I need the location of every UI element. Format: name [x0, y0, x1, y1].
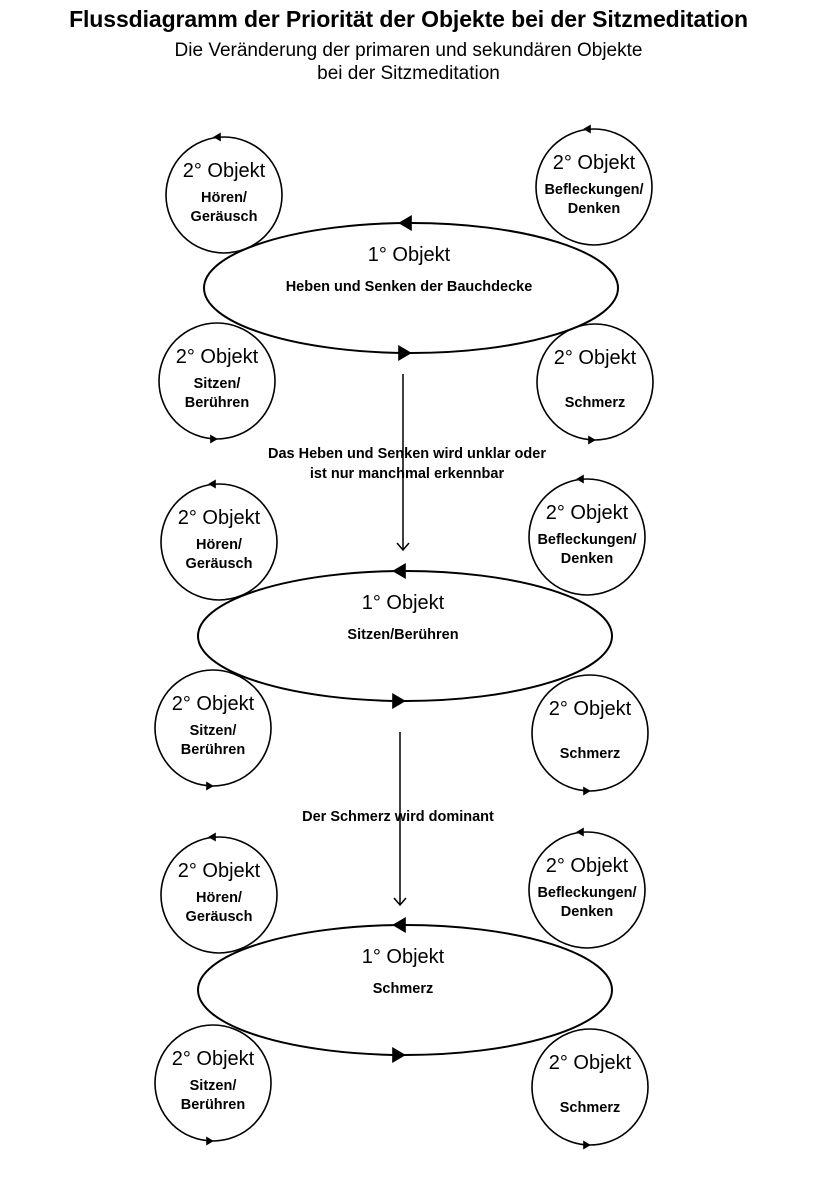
- secondary-object-circle: [536, 323, 654, 441]
- secondary-object-label: Schmerz: [565, 395, 625, 411]
- secondary-object-circle: [160, 836, 278, 954]
- secondary-object-label: Schmerz: [560, 1100, 620, 1116]
- secondary-object-heading: 2° Objekt: [176, 346, 259, 368]
- secondary-object-circle: [531, 1028, 649, 1146]
- arrow-down-icon: [393, 897, 407, 907]
- secondary-object-circle: [535, 128, 653, 246]
- secondary-object-label: Geräusch: [191, 209, 258, 225]
- secondary-object-label: Berühren: [185, 395, 249, 411]
- primary-object-heading: 1° Objekt: [368, 244, 451, 266]
- transition-label: ist nur manchmal erkennbar: [310, 466, 505, 482]
- secondary-object-label: Denken: [561, 551, 613, 567]
- secondary-object-heading: 2° Objekt: [553, 152, 636, 174]
- secondary-object-heading: 2° Objekt: [178, 860, 261, 882]
- cycle-arrow-icon: [588, 435, 596, 445]
- cycle-arrow-icon: [206, 781, 214, 791]
- cycle-arrow-icon: [398, 345, 412, 361]
- secondary-object-circle: [528, 831, 646, 949]
- cycle-arrow-icon: [398, 215, 412, 231]
- secondary-object-heading: 2° Objekt: [178, 507, 261, 529]
- secondary-object-label: Sitzen/: [190, 723, 237, 739]
- secondary-object-heading: 2° Objekt: [172, 693, 255, 715]
- primary-object-heading: 1° Objekt: [362, 592, 445, 614]
- transition-1: Das Heben und Senken wird unklar oder ist…: [268, 374, 546, 552]
- secondary-object-circle: [160, 483, 278, 601]
- arrow-down-icon: [396, 542, 410, 552]
- secondary-object-label: Denken: [568, 201, 620, 217]
- secondary-object-circle: [528, 478, 646, 596]
- cycle-arrow-icon: [208, 832, 216, 842]
- cycle-arrow-icon: [583, 786, 591, 796]
- transition-label: Der Schmerz wird dominant: [302, 809, 494, 825]
- secondary-object-circle: [531, 674, 649, 792]
- diagram-subtitle-line2: bei der Sitzmeditation: [317, 63, 500, 84]
- secondary-object-label: Befleckungen/: [537, 532, 636, 548]
- cycle-arrow-icon: [392, 693, 406, 709]
- secondary-object-label: Geräusch: [186, 556, 253, 572]
- secondary-object-heading: 2° Objekt: [172, 1048, 255, 1070]
- cycle-arrow-icon: [392, 917, 406, 933]
- secondary-object-label: Berühren: [181, 742, 245, 758]
- diagram-title: Flussdiagramm der Priorität der Objekte …: [69, 6, 748, 32]
- cycle-arrow-icon: [583, 124, 591, 134]
- primary-object-label: Heben und Senken der Bauchdecke: [286, 279, 533, 295]
- secondary-object-label: Denken: [561, 904, 613, 920]
- secondary-object-label: Berühren: [181, 1097, 245, 1113]
- secondary-object-label: Schmerz: [560, 746, 620, 762]
- secondary-object-label: Befleckungen/: [537, 885, 636, 901]
- secondary-object-label: Sitzen/: [190, 1078, 237, 1094]
- secondary-object-label: Hören/: [201, 190, 247, 206]
- secondary-object-label: Befleckungen/: [544, 182, 643, 198]
- diagram-subtitle-line1: Die Veränderung der primaren und sekundä…: [174, 40, 643, 61]
- cycle-arrow-icon: [392, 563, 406, 579]
- primary-object-heading: 1° Objekt: [362, 946, 445, 968]
- cycle-arrow-icon: [576, 474, 584, 484]
- secondary-object-heading: 2° Objekt: [546, 855, 629, 877]
- cycle-arrow-icon: [583, 1140, 591, 1150]
- secondary-object-heading: 2° Objekt: [549, 698, 632, 720]
- cycle-arrow-icon: [210, 434, 218, 444]
- secondary-object-heading: 2° Objekt: [549, 1052, 632, 1074]
- cycle-arrow-icon: [576, 827, 584, 837]
- secondary-object-label: Hören/: [196, 537, 242, 553]
- transition-2: Der Schmerz wird dominant: [302, 732, 494, 907]
- transition-label: Das Heben und Senken wird unklar oder: [268, 446, 546, 462]
- primary-object-label: Sitzen/Berühren: [347, 627, 458, 643]
- secondary-object-label: Sitzen/: [194, 376, 241, 392]
- secondary-object-label: Hören/: [196, 890, 242, 906]
- secondary-object-heading: 2° Objekt: [183, 160, 266, 182]
- secondary-object-heading: 2° Objekt: [554, 347, 637, 369]
- primary-object-label: Schmerz: [373, 981, 433, 997]
- cycle-arrow-icon: [392, 1047, 406, 1063]
- secondary-object-heading: 2° Objekt: [546, 502, 629, 524]
- secondary-object-label: Geräusch: [186, 909, 253, 925]
- cycle-arrow-icon: [206, 1136, 214, 1146]
- secondary-object-circle: [165, 136, 283, 254]
- cycle-arrow-icon: [213, 132, 221, 142]
- cycle-arrow-icon: [208, 479, 216, 489]
